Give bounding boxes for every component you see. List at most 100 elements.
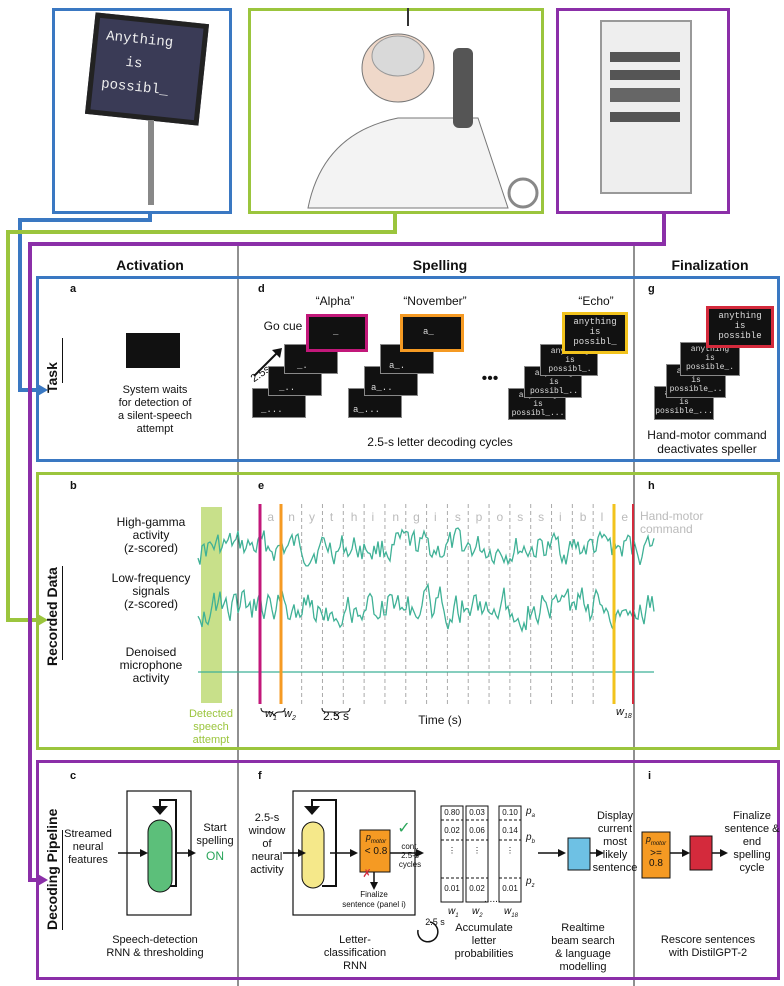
panel-letter-c: c [70,770,77,782]
november-screen-4: a_... [348,388,402,418]
prob-col-1-mid: ⋮ [448,846,456,855]
interval-label-recorded: 2.5 s [322,709,349,723]
caption-g: Hand-motor command deactivates speller [647,428,767,456]
prob-col-3-b: 0.14 [502,826,518,835]
caption-a: System waits for detection of a silent-s… [118,384,192,435]
panel-letter-i: i [648,770,652,782]
echo-screen-1: anything is possibl_ [562,312,628,354]
caption-letter-rnn: Letter- classification RNN [323,934,387,972]
prob-col-1-b: 0.02 [444,826,460,835]
decoded-letter: s [455,510,461,524]
november-screen-1: a_ [400,314,464,352]
w18-label: w18 [616,706,632,721]
decoded-letter: n [392,510,399,524]
w1-label: w1 [265,708,277,723]
window-label: 2.5-s window of neural activity [248,812,286,876]
prob-col-3-a: 0.10 [502,808,518,817]
participant-illustration [307,8,539,209]
prob-col-1: 0.80 0.02 ⋮ 0.01 [441,808,463,893]
decoded-letter: i [559,510,562,524]
pmotor-threshold-f: pmotor < 0.8 [364,832,388,857]
decoded-letter: n [288,510,295,524]
pmotor-threshold-i: pmotor >= 0.8 [645,834,667,869]
finalize-end-label: Finalize sentence & end spelling cycle [724,810,780,874]
decoded-letter: s [538,510,544,524]
prob-col-2: 0.03 0.06 ⋮ 0.02 [466,808,488,893]
p-b-label: pb [526,832,535,845]
streamed-label: Streamed neural features [64,828,112,866]
computer-rack [600,20,692,194]
decoded-letter: o [496,510,503,524]
hg-label: High-gamma activity (z-scored) [116,515,186,555]
caption-d: 2.5-s letter decoding cycles [367,435,513,449]
display-label: Display current most likely sentence [592,810,638,874]
panel-letter-b: b [70,480,77,492]
prob-col-3: 0.10 0.14 ⋮ 0.01 [499,808,521,893]
panel-letter-e: e [258,480,265,492]
panel-letter-d: d [258,283,265,295]
decoded-letter: s [517,510,523,524]
prob-col-3-mid: ⋮ [506,846,514,855]
decoded-letter: i [434,510,437,524]
decoded-letter: g [413,510,420,524]
prob-col-1-a: 0.80 [444,808,460,817]
decoded-letter: h [351,510,358,524]
w-col-1: w1 [448,906,459,919]
waiting-screen [126,333,180,368]
prob-col-3-z: 0.01 [502,884,518,893]
prob-col-1-z: 0.01 [444,884,460,893]
decoded-letter: b [580,510,587,524]
panel-letter-a: a [70,283,77,295]
monitor-panel [52,8,232,214]
lf-label: Low-frequency signals (z-scored) [111,571,191,611]
w-col-18: w18 [504,906,518,919]
prob-col-2-a: 0.03 [469,808,485,817]
brace-w1-w2 [260,707,286,717]
low-frequency-trace [197,582,655,633]
caption-accumulate: Accumulate letter probabilities [454,922,514,960]
decoded-letter: a [267,510,274,524]
row-title-task-bar [62,338,63,383]
ellipsis: ••• [481,370,499,387]
column-finalization: Finalization [671,257,749,273]
w-col-2: w2 [472,906,483,919]
caption-beam: Realtime beam search & language modellin… [551,922,615,973]
participant-panel [248,8,544,214]
cross-icon: ✗ [362,868,372,880]
word-alpha: “Alpha” [315,294,355,308]
brace-interval [321,707,351,717]
detected-label: Detected speech attempt [188,708,234,746]
word-november: “November” [403,294,467,308]
final-screen-1: anything is possible [706,306,774,348]
prob-col-2-b: 0.06 [469,826,485,835]
cont-label: cont. 2.5-s cycles [398,842,422,869]
panel-letter-h: h [648,480,655,492]
high-gamma-trace [197,527,655,567]
p-a-label: pa [526,806,535,819]
finalize-panel-label: Finalize sentence (panel i) [342,890,406,909]
alpha-screen-1: _ [306,314,368,352]
decoded-letter: e [621,510,628,524]
recorded-row-frame [36,472,780,750]
start-spelling-label: Start spelling [196,822,234,847]
loop-interval-label: 2.5 s [425,917,445,927]
check-icon: ✓ [397,820,411,837]
p-z-label: pz [526,876,535,889]
column-spelling: Spelling [412,257,468,273]
caption-c: Speech-detection RNN & thresholding [106,934,204,959]
caption-i: Rescore sentences with DistilGPT-2 [660,934,756,959]
decoded-letter: t [330,510,334,524]
panel-letter-g: g [648,283,655,295]
task-row-frame [36,276,780,462]
row-title-recorded-bar [62,566,63,660]
col-dots: ...... [484,894,501,905]
mic-label: Denoised microphone activity [119,645,183,685]
prob-col-2-z: 0.02 [469,884,485,893]
row-title-pipeline-bar [62,830,63,930]
prob-col-2-mid: ⋮ [473,846,481,855]
word-echo: “Echo” [578,294,614,308]
computer-panel [556,8,730,214]
